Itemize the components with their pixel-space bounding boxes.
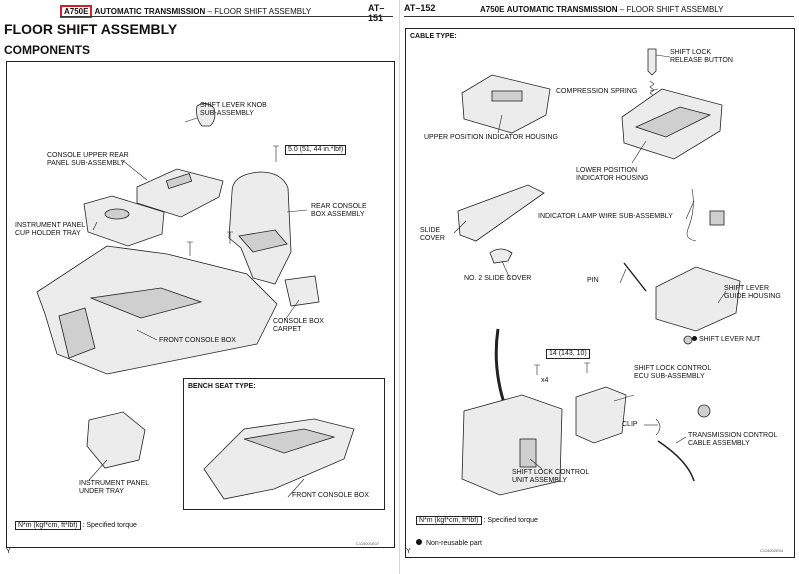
label-cable: TRANSMISSION CONTROL CABLE ASSEMBLY: [688, 432, 778, 447]
nonreusable-legend: Non-reusable part: [416, 539, 482, 547]
torque-legend-text: : Specified torque: [483, 517, 538, 524]
label-lower-housing: LOWER POSITION INDICATOR HOUSING: [576, 167, 649, 182]
label-no2-slide-cover: NO. 2 SLIDE COVER: [464, 275, 532, 282]
ecu-drawing: [575, 386, 627, 444]
guide-housing-drawing: [655, 266, 741, 332]
torque-legend: N*m (kgf*cm, ft*lbf) : Specified torque: [15, 521, 137, 530]
section-title: COMPONENTS: [4, 43, 91, 57]
figure-id: C114001E07: [356, 541, 380, 546]
cable-end-drawing: [697, 404, 711, 418]
cup-tray-drawing: [83, 195, 165, 247]
label-upper-rear-panel: CONSOLE UPPER REAR PANEL SUB-ASSEMBLY: [47, 152, 129, 167]
torque-legend: N*m (kgf*cm, ft*lbf) : Specified torque: [416, 516, 538, 525]
label-console-box-carpet: CONSOLE BOX CARPET: [273, 318, 324, 333]
upper-housing-drawing: [461, 74, 551, 134]
control-unit-drawing: [461, 394, 563, 496]
header-subtitle: FLOOR SHIFT ASSEMBLY: [626, 5, 724, 14]
under-tray-drawing: [86, 411, 146, 469]
label-pin: PIN: [587, 277, 599, 284]
screw-drawings: [187, 145, 279, 256]
label-ecu: SHIFT LOCK CONTROL ECU SUB-ASSEMBLY: [634, 365, 712, 380]
label-bench-front-console: FRONT CONSOLE BOX: [292, 492, 369, 499]
header-title: AUTOMATIC TRANSMISSION: [506, 5, 618, 14]
leader-lines: [453, 54, 727, 470]
header-rule: [404, 16, 794, 17]
label-upper-housing: UPPER POSITION INDICATOR HOUSING: [424, 134, 558, 141]
page-number: AT–151: [368, 3, 385, 23]
label-slide-cover: SLIDE COVER: [420, 227, 445, 242]
label-release-button: SHIFT LOCK RELEASE BUTTON: [670, 49, 733, 64]
lever-nut-drawing: [683, 335, 693, 345]
leader-lines: [88, 117, 308, 481]
page-title: FLOOR SHIFT ASSEMBLY: [4, 21, 178, 37]
components-figure: SHIFT LEVER KNOB SUB-ASSEMBLY CONSOLE UP…: [6, 61, 395, 548]
figure-id: C114002E04: [760, 548, 784, 553]
console-carpet-drawing: [284, 275, 320, 307]
header-code: A750E: [480, 5, 505, 14]
nonreusable-text: Non-reusable part: [425, 540, 482, 547]
label-cup-holder-tray: INSTRUMENT PANEL CUP HOLDER TRAY: [15, 222, 86, 237]
label-control-unit: SHIFT LOCK CONTROL UNIT ASSEMBLY: [512, 469, 590, 484]
rear-console-box-drawing: [228, 171, 292, 285]
label-lamp-wire: INDICATOR LAMP WIRE SUB-ASSEMBLY: [538, 213, 673, 220]
label-rear-console-box: REAR CONSOLE BOX ASSEMBLY: [311, 203, 367, 218]
corner-mark: Y: [6, 548, 11, 555]
shift-knob-drawing: [196, 103, 216, 127]
slide-cover-drawing: [457, 184, 545, 242]
cable-type-title: CABLE TYPE:: [410, 33, 457, 40]
label-compression-spring: COMPRESSION SPRING: [556, 88, 638, 95]
label-under-tray: INSTRUMENT PANEL UNDER TRAY: [79, 480, 150, 495]
header-dash: –: [619, 5, 625, 14]
label-clip: CLIP: [622, 421, 638, 428]
cable-type-figure: CABLE TYPE:: [405, 28, 795, 558]
torque-spec-right: 14 (143, 10): [546, 349, 590, 359]
cable-type-illustration: [453, 48, 741, 496]
bench-seat-inset: BENCH SEAT TYPE: FRONT CONSOLE BOX: [183, 378, 385, 510]
label-guide-housing: SHIFT LEVER GUIDE HOUSING: [724, 285, 781, 300]
label-lever-nut: SHIFT LEVER NUT: [692, 336, 760, 344]
page-header: A750E AUTOMATIC TRANSMISSION – FLOOR SHI…: [480, 5, 724, 14]
torque-unit-box: N*m (kgf*cm, ft*lbf): [15, 521, 81, 530]
label-front-console-box: FRONT CONSOLE BOX: [159, 337, 236, 344]
nonreusable-dot: [416, 539, 422, 545]
torque-unit-box: N*m (kgf*cm, ft*lbf): [416, 516, 482, 525]
right-page: AT–152 A750E AUTOMATIC TRANSMISSION – FL…: [399, 0, 799, 574]
label-knob: SHIFT LEVER KNOB SUB-ASSEMBLY: [200, 102, 267, 117]
label-x4: x4: [541, 377, 549, 384]
nonreusable-dot: [692, 336, 697, 341]
header-dash: –: [207, 7, 212, 16]
bench-seat-title: BENCH SEAT TYPE:: [188, 383, 256, 390]
torque-spec-left: 5.0 (51, 44 in.*lbf): [285, 145, 347, 155]
header-title: AUTOMATIC TRANSMISSION: [94, 7, 206, 16]
no2-cover-drawing: [489, 248, 513, 264]
model-code-badge[interactable]: A750E: [60, 5, 93, 18]
torque-legend-text: : Specified torque: [82, 522, 137, 529]
header-subtitle: FLOOR SHIFT ASSEMBLY: [214, 7, 312, 16]
components-illustration: [36, 103, 320, 481]
upper-rear-panel-drawing: [136, 168, 224, 218]
bench-console-illustration: [203, 418, 355, 500]
page-number: AT–152: [404, 3, 436, 13]
corner-mark: Y: [406, 548, 411, 555]
header-rule: [60, 16, 393, 17]
